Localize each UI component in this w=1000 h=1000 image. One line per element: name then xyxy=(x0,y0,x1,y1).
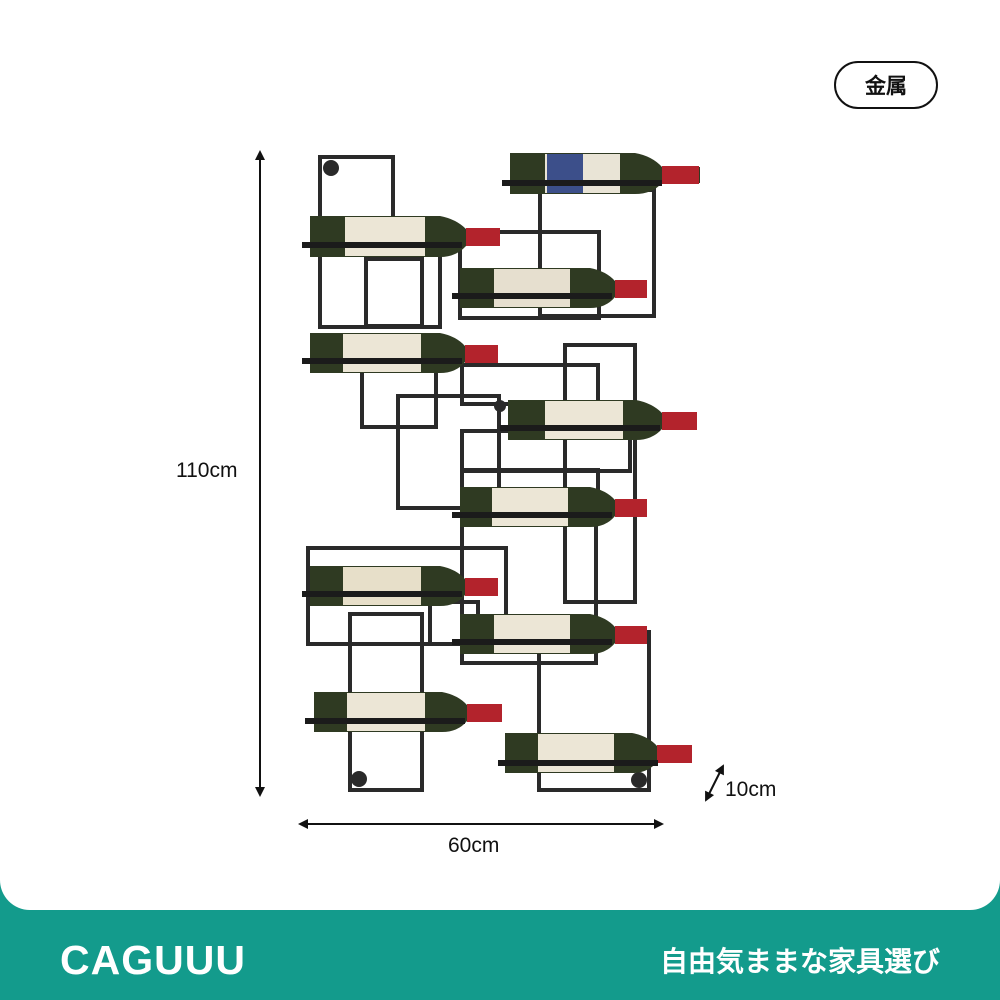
brand-tagline: 自由気ままな家具選び xyxy=(659,945,940,978)
wine-bottle xyxy=(305,692,502,732)
brand-logo: CAGUUU xyxy=(60,937,246,983)
width-label: 60cm xyxy=(448,834,500,857)
wine-bottle xyxy=(302,333,498,373)
wine-bottle xyxy=(498,733,692,773)
bottles xyxy=(302,153,700,773)
wine-bottle xyxy=(302,216,500,257)
mount-plates xyxy=(323,160,647,788)
height-label: 110cm xyxy=(176,459,238,482)
depth-arrow xyxy=(705,764,724,802)
footer-curve xyxy=(0,880,1000,910)
wine-bottle xyxy=(452,268,647,308)
wine-bottle xyxy=(452,487,647,527)
wine-bottle xyxy=(452,614,647,654)
wine-bottle xyxy=(302,566,498,606)
material-badge: 金属 xyxy=(834,61,938,109)
depth-label: 10cm xyxy=(725,778,777,801)
footer-banner: CAGUUU 自由気ままな家具選び xyxy=(0,880,1000,1000)
wine-rack-image xyxy=(255,150,724,829)
wine-bottle xyxy=(500,400,697,440)
wine-bottle xyxy=(502,153,700,194)
